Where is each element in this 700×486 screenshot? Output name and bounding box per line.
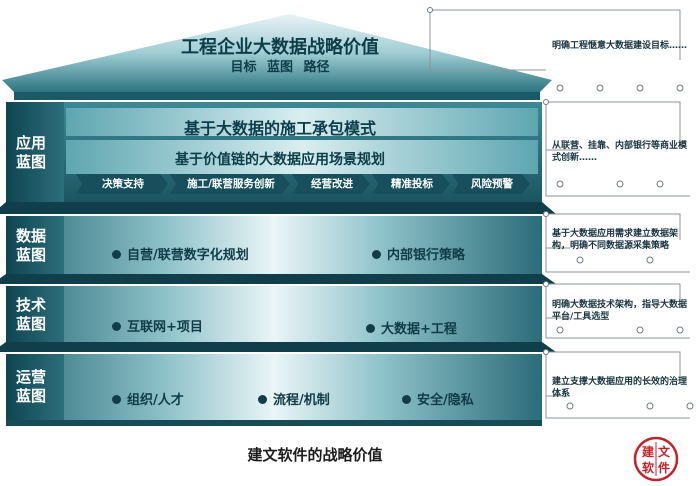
application-title: 基于大数据的施工承包模式 (183, 119, 376, 138)
side-label-technology: 技术 蓝图 (6, 296, 56, 334)
data-item: 自营/联营数字化规划 (112, 244, 249, 263)
operations-item: 流程/机制 (258, 389, 330, 408)
technology-item: 互联网+项目 (112, 316, 203, 335)
layer-operations (6, 354, 542, 420)
layer-data (6, 216, 542, 274)
side-label-data: 数据 蓝图 (6, 227, 56, 265)
seal-char: 件 (658, 461, 671, 475)
layer-technology-side (6, 286, 64, 342)
operations-item: 安全/隐私 (402, 389, 474, 408)
bullet-icon (112, 250, 121, 259)
data-item-label: 自营/联营数字化规划 (127, 248, 249, 263)
side-label-line: 数据 (15, 227, 46, 245)
scenario-risk-warning: 风险预警 (471, 178, 513, 190)
operations-item-label: 安全/隐私 (417, 393, 474, 408)
note-data: 基于大数据应用需求建立数据架构，明确不同数据源采集策略 (552, 229, 679, 251)
data-item-label: 内部银行策略 (387, 248, 466, 263)
diagram-caption: 建文软件的战略价值 (247, 446, 383, 464)
layer-divider-3 (0, 342, 556, 352)
scenario-operation-improvement: 经营改进 (311, 178, 353, 190)
side-label-operations: 运营 蓝图 (6, 368, 56, 406)
circuit-nodes (427, 7, 694, 410)
house-base (6, 420, 542, 426)
scenario-service-innovation: 施工/联营服务创新 (187, 178, 275, 190)
layer-data-side (6, 216, 64, 274)
side-label-line: 蓝图 (15, 315, 46, 333)
layer-application-side (6, 102, 64, 202)
circuit-connectors (429, 9, 690, 419)
application-scenario-row: 决策支持 施工/联营服务创新 经营改进 精准投标 风险预警 (76, 174, 532, 194)
seal-char: 软 (642, 461, 655, 475)
layer-technology (6, 286, 542, 342)
note-technology: 明确大数据技术架构，指导大数据平台/工具选型 (552, 300, 688, 322)
operations-item: 组织/人才 (112, 389, 184, 408)
bullet-icon (258, 395, 267, 404)
operations-item-label: 流程/机制 (273, 393, 330, 408)
side-label-line: 技术 (15, 296, 46, 314)
technology-item-label: 互联网+项目 (127, 320, 203, 335)
data-item: 内部银行策略 (372, 244, 465, 263)
note-strategy-goal: 明确工程惬意大数据建设目标…… (552, 41, 688, 51)
side-label-line: 应用 (15, 134, 46, 152)
application-subtitle-band (66, 140, 538, 174)
bullet-icon (372, 250, 381, 259)
roof (2, 14, 552, 92)
company-seal: 建 文 软 件 (633, 436, 679, 482)
side-label-line: 蓝图 (15, 153, 46, 171)
seal-char: 建 (642, 445, 655, 459)
bullet-icon (112, 322, 121, 331)
bullet-icon (112, 395, 121, 404)
note-application: 从联营、挂靠、内部银行等商业模式创新…… (552, 141, 688, 163)
scenario-precision-bidding: 精准投标 (391, 178, 433, 190)
side-label-line: 蓝图 (15, 387, 46, 405)
side-label-line: 蓝图 (15, 246, 46, 264)
note-operations: 建立支撑大数据应用的长效的治理体系 (552, 377, 688, 399)
side-label-application: 应用 蓝图 (6, 134, 56, 172)
layer-divider-1 (0, 202, 556, 214)
seal-char: 文 (658, 445, 671, 459)
technology-item: 大数据+工程 (366, 318, 457, 337)
application-subtitle: 基于价值链的大数据应用场景规划 (175, 152, 385, 168)
layer-operations-side (6, 354, 64, 420)
side-label-line: 运营 (15, 368, 46, 386)
bullet-icon (366, 324, 375, 333)
layer-divider-2 (0, 274, 556, 284)
technology-item-label: 大数据+工程 (381, 322, 457, 337)
roof-eave (14, 92, 540, 100)
scenario-arrows (76, 174, 530, 194)
application-title-band (66, 108, 538, 136)
scenario-decision-support: 决策支持 (102, 178, 144, 190)
bullet-icon (402, 395, 411, 404)
operations-item-label: 组织/人才 (127, 393, 184, 408)
seal-ring-icon (633, 436, 679, 482)
roof-subtitle: 目标 蓝图 路径 (230, 60, 330, 75)
roof-title: 工程企业大数据战略价值 (181, 37, 379, 58)
